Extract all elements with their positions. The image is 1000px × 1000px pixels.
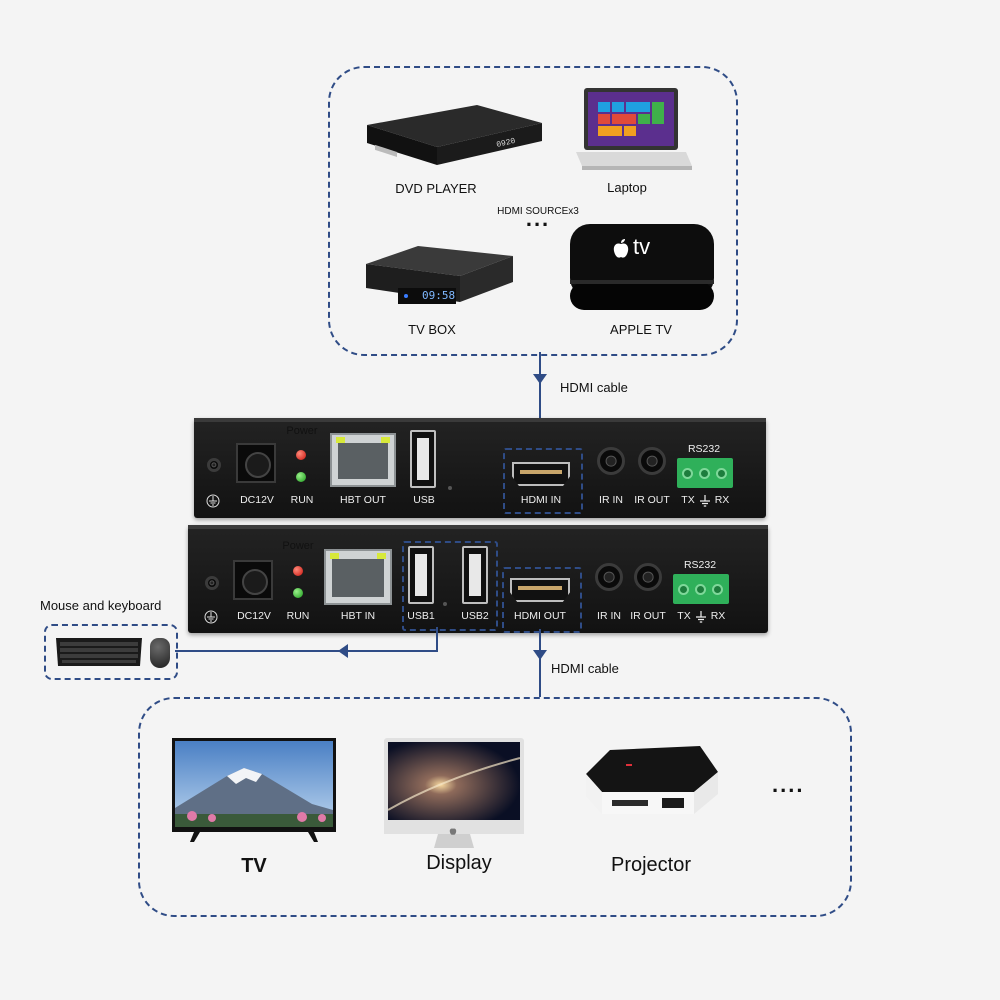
- display-image: [384, 738, 524, 850]
- rx-hdmi-highlight: [502, 567, 582, 633]
- tx-dc-label: DC12V: [240, 494, 274, 506]
- rx-usb1-port[interactable]: [408, 546, 434, 604]
- arrow-left-icon: [338, 644, 348, 658]
- projector-image: [582, 740, 722, 818]
- tx-rs232-terminal[interactable]: [677, 458, 733, 488]
- rx-dc-label: DC12V: [237, 610, 271, 622]
- screw-hole: [205, 576, 219, 590]
- mouse-keyboard-box: [44, 624, 178, 680]
- hdmi-cable-top-label: HDMI cable: [560, 380, 628, 395]
- rx-hdmi-label: HDMI OUT: [514, 610, 566, 622]
- hdmi-cable-bottom-label: HDMI cable: [551, 661, 619, 676]
- rx-ir-in-jack[interactable]: [595, 563, 623, 591]
- dvd-player-image: 0920: [357, 95, 545, 175]
- dc-power-jack: [233, 560, 273, 600]
- rx-ir-out-jack[interactable]: [634, 563, 662, 591]
- tx-tx-label: TX: [681, 494, 695, 506]
- dc-power-jack: [236, 443, 276, 483]
- apple-tv-image: [568, 222, 716, 314]
- rx-usb-highlight: [402, 541, 498, 631]
- source-ellipsis: ...: [525, 206, 551, 231]
- apple-tv-label: APPLE TV: [610, 322, 672, 337]
- source-devices-group: [328, 66, 738, 356]
- apple-logo-icon: [449, 823, 457, 835]
- tx-hbt-label: HBT OUT: [340, 494, 386, 506]
- tx-ir-out-label: IR OUT: [634, 494, 670, 506]
- rx-run-led: [293, 588, 303, 598]
- hdmi-cable-bottom-line: [539, 629, 541, 697]
- laptop-label: Laptop: [607, 180, 647, 195]
- apple-logo-icon: [612, 238, 630, 260]
- tx-hdmi-label: HDMI IN: [520, 494, 562, 506]
- tx-rs232-label: RS232: [687, 443, 721, 455]
- svg-text:0920: 0920: [496, 137, 517, 150]
- ground-icon: [699, 494, 711, 507]
- hdmi-cable-top-line: [539, 352, 541, 456]
- usb-cable-line-down: [436, 627, 438, 651]
- hdmi-source-label: HDMI SOURCEx3: [497, 206, 579, 217]
- keyboard-image: [54, 634, 144, 668]
- arrow-down-icon: [533, 650, 547, 660]
- rx-run-label: RUN: [286, 610, 310, 622]
- rx-ir-out-label: IR OUT: [630, 610, 666, 622]
- rx-rx-label: RX: [710, 610, 726, 622]
- tx-usb-label: USB: [413, 494, 435, 506]
- apple-tv-logo-text: tv: [633, 234, 651, 259]
- usb-cable-line-left: [175, 650, 438, 652]
- tx-hdmi-highlight: [503, 448, 583, 514]
- ground-icon: [206, 494, 220, 513]
- ground-icon: [204, 610, 218, 629]
- rx-power-label: Power: [282, 540, 314, 552]
- rx-rs232-label: RS232: [683, 559, 717, 571]
- rx-power-led: [293, 566, 303, 576]
- tx-hbt-out-port[interactable]: [330, 433, 396, 487]
- tx-ir-out-jack[interactable]: [638, 447, 666, 475]
- tv-label: TV: [241, 855, 267, 877]
- rx-rs232-terminal[interactable]: [673, 574, 729, 604]
- tx-hdmi-in-port[interactable]: [512, 462, 570, 486]
- tx-power-led: [296, 450, 306, 460]
- rx-hdmi-out-port[interactable]: [510, 578, 570, 602]
- dvd-player-label: DVD PLAYER: [395, 181, 477, 196]
- more-devices-ellipsis: ....: [772, 772, 805, 797]
- rx-usb2-label: USB2: [461, 610, 489, 622]
- rx-hbt-in-port[interactable]: [324, 549, 392, 605]
- display-devices-group: [138, 697, 852, 917]
- mouse-image: [150, 638, 170, 668]
- projector-label: Projector: [610, 854, 692, 876]
- transmitter-unit: [194, 418, 766, 518]
- rx-tx-label: TX: [677, 610, 691, 622]
- rx-usb1-label: USB1: [407, 610, 435, 622]
- laptop-image: [576, 86, 692, 178]
- screw-hole: [207, 458, 221, 472]
- tx-rx-label: RX: [714, 494, 730, 506]
- tv-box-label: TV BOX: [408, 322, 456, 337]
- rx-hbt-label: HBT IN: [340, 610, 376, 622]
- arrow-down-icon: [533, 374, 547, 384]
- tv-box-display: 09:58: [398, 288, 456, 304]
- tx-ir-in-label: IR IN: [599, 494, 623, 506]
- mouse-keyboard-label: Mouse and keyboard: [40, 598, 162, 613]
- display-label: Display: [426, 852, 492, 874]
- tx-usb-port[interactable]: [410, 430, 436, 488]
- ground-icon: [695, 610, 707, 623]
- rx-ir-in-label: IR IN: [597, 610, 621, 622]
- tx-ir-in-jack[interactable]: [597, 447, 625, 475]
- tx-run-label: RUN: [290, 494, 314, 506]
- tx-power-label: Power: [286, 425, 318, 437]
- tv-image: [172, 738, 336, 846]
- rx-usb2-port[interactable]: [462, 546, 488, 604]
- tx-run-led: [296, 472, 306, 482]
